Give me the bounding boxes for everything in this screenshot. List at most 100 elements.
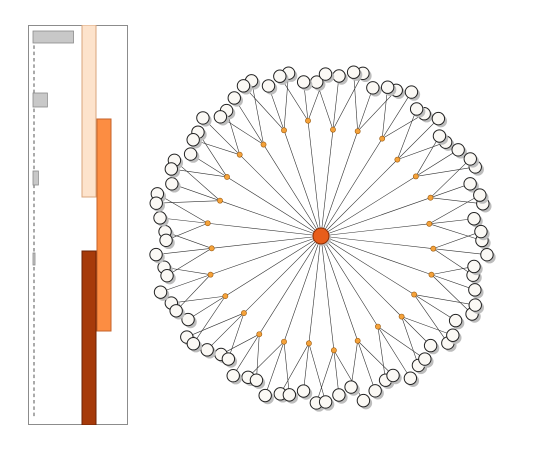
- leaf-edge: [332, 75, 340, 130]
- hub-edge: [320, 235, 379, 327]
- leaf-edge: [431, 274, 475, 291]
- leaf-edge: [401, 316, 419, 366]
- leaf-node: [186, 133, 200, 147]
- leaf-edge: [415, 135, 440, 177]
- leaf-edge: [333, 350, 340, 396]
- hub-edge: [225, 235, 322, 297]
- leaf-node: [467, 212, 481, 226]
- hub-edge: [226, 176, 322, 237]
- branch-node: [241, 310, 247, 316]
- branch-node: [394, 156, 401, 163]
- leaf-node: [249, 373, 264, 387]
- leaf-edge: [357, 90, 397, 132]
- leaf-node: [258, 388, 272, 403]
- branch-node: [426, 220, 433, 227]
- leaf-node: [153, 211, 167, 225]
- branch-node: [398, 313, 405, 320]
- leaf-node: [480, 247, 494, 262]
- branch-node: [222, 293, 229, 300]
- leaf-node: [473, 188, 487, 202]
- branch-node: [204, 220, 211, 227]
- gray-bar: [32, 92, 48, 108]
- hub-edge: [320, 138, 383, 237]
- leaf-node: [463, 177, 477, 191]
- branch-node: [330, 347, 337, 354]
- branch-node: [411, 291, 418, 298]
- leaf-node: [451, 143, 465, 157]
- leaf-edge: [186, 312, 245, 338]
- branch-node: [208, 245, 215, 252]
- leaf-node: [474, 224, 488, 239]
- leaf-node: [467, 259, 481, 274]
- leaf-node: [344, 380, 358, 394]
- leaf-node: [183, 147, 198, 161]
- leaf-node: [356, 393, 371, 408]
- leaf-node: [404, 85, 419, 99]
- leaf-edge: [243, 85, 285, 131]
- branch-node: [354, 337, 361, 344]
- leaf-node: [332, 388, 346, 402]
- leaf-edge: [156, 248, 212, 255]
- leaf-node: [160, 268, 174, 283]
- leaf-edge: [206, 312, 245, 351]
- hub-edge: [320, 235, 432, 275]
- leaf-edge: [357, 340, 394, 376]
- hub-edge: [259, 235, 322, 335]
- leaf-edge: [401, 316, 431, 346]
- leaf-edge: [414, 294, 476, 306]
- gray-bar: [32, 252, 36, 266]
- leaf-edge: [171, 295, 226, 304]
- leaf-edge: [357, 340, 376, 391]
- leaf-edge: [377, 326, 411, 379]
- branch-node: [430, 245, 437, 252]
- branch-node: [412, 173, 419, 180]
- leaf-edge: [413, 294, 456, 321]
- branch-node: [427, 194, 434, 201]
- leaf-node: [468, 298, 482, 312]
- leaf-node: [196, 111, 210, 125]
- leaf-node: [318, 395, 333, 409]
- leaf-node: [366, 81, 380, 95]
- leaf-edge: [377, 326, 386, 381]
- leaf-edge: [377, 326, 426, 360]
- leaf-edge: [430, 197, 483, 205]
- leaf-edge: [430, 158, 471, 198]
- leaf-node: [186, 337, 201, 351]
- leaf-edge: [382, 113, 425, 139]
- leaf-edge: [433, 231, 482, 249]
- hub-edge: [263, 144, 322, 237]
- leaf-edge: [174, 160, 221, 201]
- leaf-node: [165, 177, 179, 191]
- leaf-edge: [175, 274, 211, 311]
- leaf-edge: [397, 108, 417, 160]
- leaf-edge: [280, 343, 310, 394]
- leaf-node: [149, 247, 163, 262]
- branch-node: [428, 271, 435, 278]
- branch-node: [256, 331, 263, 338]
- leaf-node: [346, 65, 361, 79]
- leaf-edge: [350, 340, 358, 388]
- branch-node: [375, 323, 381, 330]
- leaf-edge: [160, 274, 211, 293]
- hub-node: [312, 227, 330, 245]
- leaf-node: [368, 384, 382, 398]
- leaf-node: [431, 111, 446, 126]
- hub-edge: [207, 222, 322, 237]
- hub-edge: [308, 235, 322, 344]
- hub-edge: [320, 159, 398, 237]
- leaf-node: [463, 152, 477, 166]
- hub-edge: [239, 154, 322, 237]
- leaf-edge: [431, 274, 473, 315]
- leaf-edge: [220, 333, 260, 355]
- leaf-node: [261, 79, 276, 93]
- branch-node: [354, 128, 361, 135]
- branch-node: [330, 126, 336, 133]
- leaf-node: [332, 69, 346, 83]
- hub-edge: [320, 235, 358, 341]
- leaf-edge: [165, 222, 208, 241]
- leaf-edge: [397, 141, 446, 160]
- leaf-edge: [433, 248, 487, 255]
- leaf-node: [164, 162, 179, 176]
- leaf-edge: [429, 194, 480, 225]
- leaf-edge: [303, 343, 310, 392]
